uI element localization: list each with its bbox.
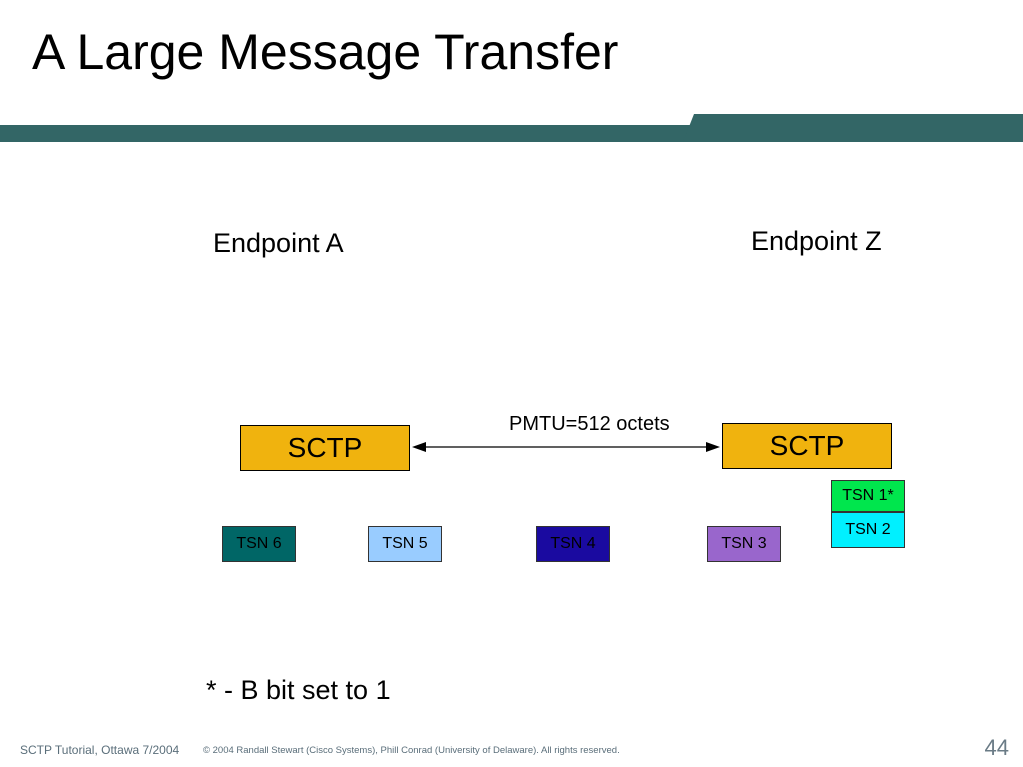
arrowhead-right-icon: [706, 442, 720, 452]
tsn-6-chunk: TSN 6: [222, 526, 296, 562]
tsn-1-chunk: TSN 1*: [831, 480, 905, 512]
tsn-4-label: TSN 4: [550, 535, 596, 552]
tsn-4-chunk: TSN 4: [536, 526, 610, 562]
tsn-2-chunk: TSN 2: [831, 512, 905, 548]
footer-copyright: © 2004 Randall Stewart (Cisco Systems), …: [203, 745, 620, 756]
double-arrow: [412, 442, 720, 452]
arrowhead-left-icon: [412, 442, 426, 452]
b-bit-note: * - B bit set to 1: [206, 675, 391, 705]
tsn-5-chunk: TSN 5: [368, 526, 442, 562]
sctp-box-right: SCTP: [722, 423, 892, 469]
footer-tutorial-label: SCTP Tutorial, Ottawa 7/2004: [20, 743, 180, 757]
tsn-3-label: TSN 3: [721, 535, 767, 552]
slide-title: A Large Message Transfer: [32, 24, 619, 80]
tsn-3-chunk: TSN 3: [707, 526, 781, 562]
pmtu-label: PMTU=512 octets: [509, 413, 670, 435]
sctp-right-label: SCTP: [769, 430, 845, 461]
tsn-2-label: TSN 2: [845, 521, 891, 538]
endpoint-a-label: Endpoint A: [213, 228, 344, 258]
tsn-1-label: TSN 1*: [842, 487, 894, 504]
sctp-box-left: SCTP: [240, 425, 410, 471]
tsn-6-label: TSN 6: [236, 535, 282, 552]
sctp-left-label: SCTP: [287, 432, 363, 463]
page-number: 44: [984, 735, 1009, 760]
header-band-thick: [683, 114, 1023, 142]
header-band: [0, 114, 1023, 142]
tsn-5-label: TSN 5: [382, 535, 428, 552]
endpoint-z-label: Endpoint Z: [751, 226, 882, 256]
